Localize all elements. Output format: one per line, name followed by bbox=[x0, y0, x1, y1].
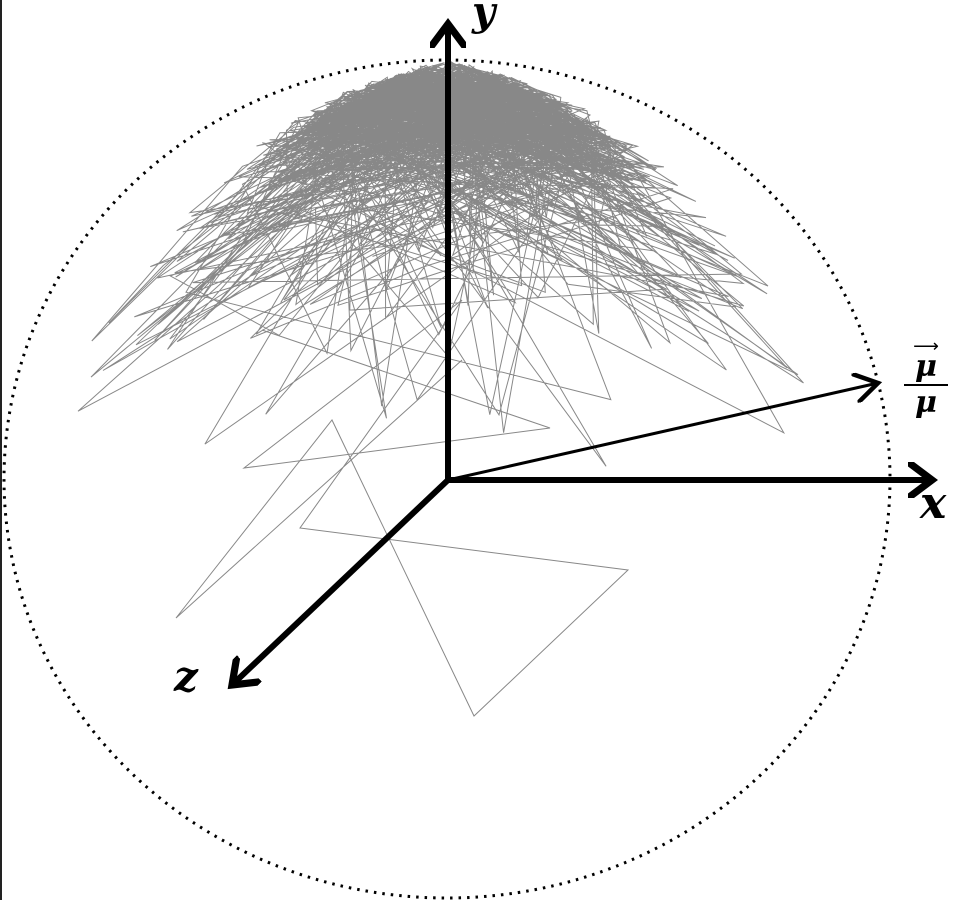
mu-denominator: μ bbox=[915, 385, 937, 420]
z-axis-label: z bbox=[174, 652, 198, 701]
random-walk-paths bbox=[77, 59, 804, 717]
random-walk-polyline bbox=[77, 59, 804, 467]
x-axis-label: x bbox=[920, 478, 947, 529]
vector-arrow-icon: ⟶ bbox=[913, 336, 939, 356]
z-axis bbox=[232, 477, 451, 685]
mu-unit-vector-label: ⟶ μ μ bbox=[904, 336, 948, 420]
mu-vector-arrow bbox=[447, 383, 878, 482]
random-walk-tail bbox=[175, 299, 630, 717]
y-axis-label: y bbox=[472, 0, 496, 35]
fraction-bar bbox=[904, 384, 948, 386]
mu-numerator: μ bbox=[915, 349, 937, 384]
